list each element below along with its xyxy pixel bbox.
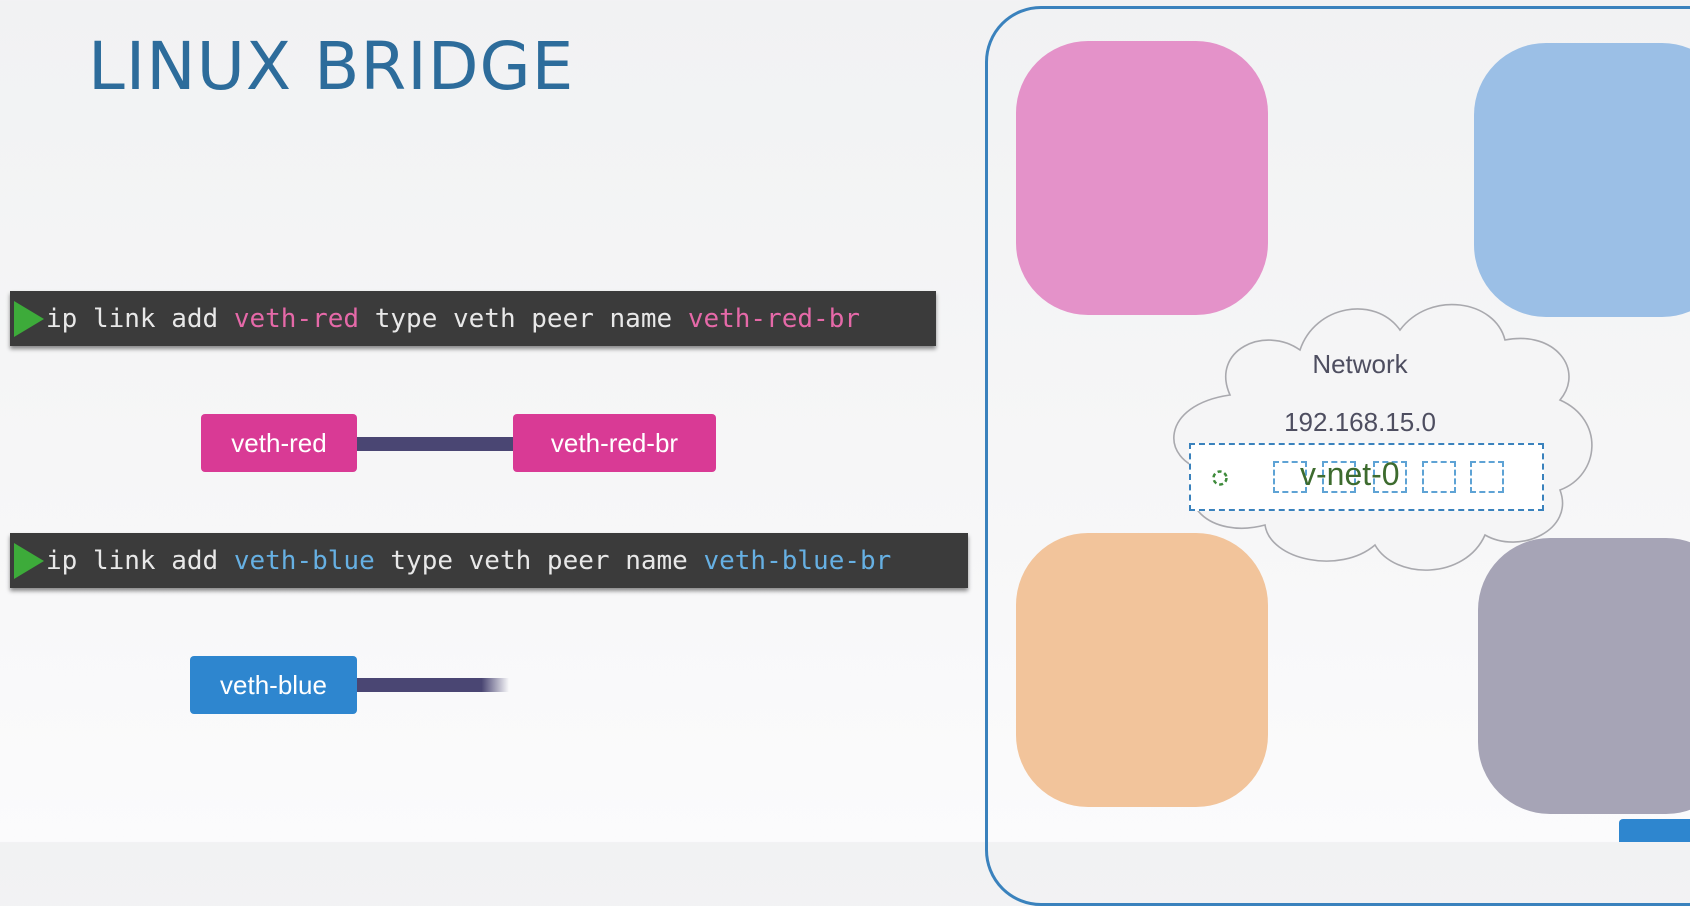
command-prefix: ip link add xyxy=(46,545,234,576)
namespace-blue xyxy=(1474,43,1690,317)
veth-blue-wire xyxy=(357,678,509,692)
command-middle: type veth peer name xyxy=(359,303,688,334)
veth-red-br-tag: veth-red-br xyxy=(513,414,716,472)
command-peer-name: veth-blue-br xyxy=(703,545,892,576)
bridge-port-slot xyxy=(1322,461,1356,493)
command-interface-name: veth-blue xyxy=(233,545,375,576)
command-text-red: ip link add veth-red type veth peer name… xyxy=(46,304,860,334)
play-icon xyxy=(14,542,44,579)
network-label: Network xyxy=(1312,349,1408,379)
ring-icon xyxy=(1212,470,1228,486)
command-text-blue: ip link add veth-blue type veth peer nam… xyxy=(46,546,891,576)
namespace-orange xyxy=(1016,533,1268,807)
veth-red-tag: veth-red xyxy=(201,414,357,472)
bridge-port-slot xyxy=(1422,461,1456,493)
namespace-red xyxy=(1016,41,1268,315)
command-peer-name: veth-red-br xyxy=(687,303,860,334)
network-address: 192.168.15.0 xyxy=(1284,407,1436,437)
bridge-port-slot xyxy=(1273,461,1307,493)
bridge-name: v-net-0 xyxy=(1300,456,1400,492)
corner-accent xyxy=(1619,819,1690,842)
veth-red-wire xyxy=(357,437,514,451)
command-prefix: ip link add xyxy=(46,303,234,334)
page-title: LINUX BRIDGE xyxy=(88,28,575,105)
command-middle: type veth peer name xyxy=(374,545,704,576)
play-icon xyxy=(14,300,44,337)
bridge-interface-box xyxy=(1189,443,1544,511)
command-line-blue: ip link add veth-blue type veth peer nam… xyxy=(10,533,968,588)
command-interface-name: veth-red xyxy=(233,303,360,334)
bridge-port-slot xyxy=(1470,461,1504,493)
command-line-red: ip link add veth-red type veth peer name… xyxy=(10,291,936,346)
namespace-gray xyxy=(1478,538,1690,814)
bridge-port-slot xyxy=(1373,461,1407,493)
veth-blue-tag: veth-blue xyxy=(190,656,357,714)
